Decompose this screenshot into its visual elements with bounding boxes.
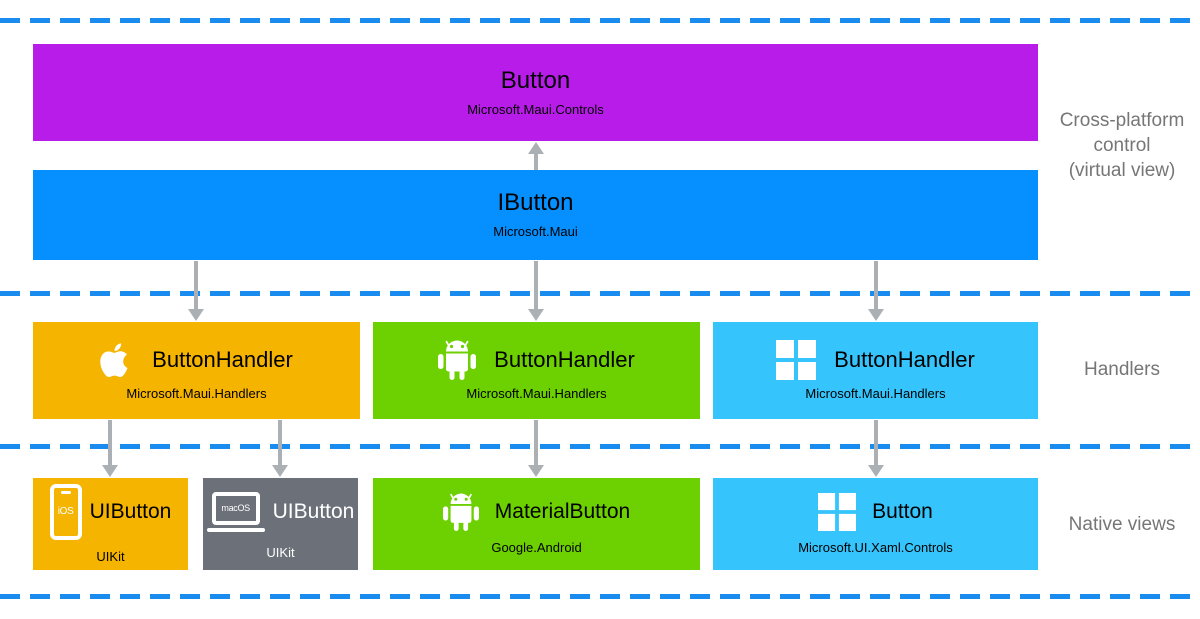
laptop-screen: macOS [211, 491, 260, 525]
block-title: ButtonHandler [494, 346, 635, 372]
zone-label-line-1: Cross-platform [1059, 110, 1185, 131]
apple-logo-icon [100, 342, 128, 377]
block-subtitle: Microsoft.Maui.Handlers [126, 385, 267, 401]
phone-notch [60, 490, 71, 494]
block-subtitle: Microsoft.Maui.Controls [467, 101, 604, 117]
zone-label-native-views: Native views [1068, 514, 1176, 535]
block-title-row: ButtonHandler [100, 340, 293, 380]
android-robot-icon [438, 340, 477, 380]
ios-icon-label: iOS [57, 506, 74, 517]
zone-separator-bottom [0, 594, 1200, 599]
block-title: UIButton [272, 499, 355, 523]
macos-icon-label: macOS [221, 503, 250, 513]
zone-label-line-2: control [1093, 135, 1151, 156]
arrow-handler-apple-to-native-macos [272, 420, 288, 477]
android-robot-icon [442, 493, 479, 531]
block-title-row: Button [500, 66, 571, 94]
arrow-handler-windows-to-native-windows [868, 420, 884, 477]
block-title-row: iOS UIButton [49, 483, 172, 540]
zone-label-cross-platform: Cross-platform control (virtual view) [1042, 108, 1200, 183]
block-native-macos[interactable]: macOS UIButton UIKit [203, 478, 358, 570]
block-subtitle: Microsoft.UI.Xaml.Controls [798, 539, 953, 555]
block-native-android[interactable]: MaterialButton Google.Android [373, 478, 700, 570]
block-subtitle: Microsoft.Maui [493, 224, 578, 239]
block-native-ios[interactable]: iOS UIButton UIKit [33, 478, 188, 570]
arrow-ibutton-to-handler-apple [188, 261, 204, 321]
zone-label-handlers: Handlers [1083, 359, 1161, 380]
arrow-ibutton-to-handler-windows [868, 261, 884, 321]
block-subtitle: UIKit [266, 544, 295, 560]
block-title-row: IButton [497, 190, 573, 216]
block-handler-android[interactable]: ButtonHandler Microsoft.Maui.Handlers [373, 322, 700, 419]
arrow-ibutton-to-handler-android [528, 261, 544, 321]
ios-phone-icon: iOS [49, 483, 82, 540]
windows-logo-icon [776, 339, 817, 380]
block-title-row: macOS UIButton [206, 488, 355, 536]
block-subtitle: Microsoft.Maui.Handlers [466, 385, 607, 401]
zone-separator-handlers-native [0, 444, 1200, 449]
block-cross-platform-control[interactable]: Button Microsoft.Maui.Controls [33, 44, 1038, 141]
block-title-row: MaterialButton [442, 493, 631, 531]
laptop-base [206, 527, 265, 532]
windows-logo-icon [818, 492, 857, 531]
block-title: ButtonHandler [834, 346, 975, 372]
arrow-handler-android-to-native-android [528, 420, 544, 477]
arrow-handler-apple-to-native-ios [102, 420, 118, 477]
zone-separator-top [0, 18, 1200, 23]
block-handler-windows[interactable]: ButtonHandler Microsoft.Maui.Handlers [713, 322, 1038, 419]
block-title: MaterialButton [494, 499, 631, 523]
macos-laptop-icon: macOS [206, 488, 265, 536]
arrow-ibutton-to-control [528, 142, 544, 170]
block-interface-ibutton[interactable]: IButton Microsoft.Maui [33, 170, 1038, 260]
block-title: IButton [497, 189, 574, 216]
block-title: Button [872, 499, 933, 523]
block-subtitle: Microsoft.Maui.Handlers [805, 385, 946, 401]
block-title-row: Button [818, 492, 933, 531]
block-native-windows[interactable]: Button Microsoft.UI.Xaml.Controls [713, 478, 1038, 570]
block-title-row: ButtonHandler [776, 339, 975, 380]
block-handler-apple[interactable]: ButtonHandler Microsoft.Maui.Handlers [33, 322, 360, 419]
block-title: ButtonHandler [152, 346, 293, 372]
block-title-row: ButtonHandler [438, 340, 635, 380]
zone-separator-crossplatform-handlers [0, 291, 1200, 296]
block-subtitle: UIKit [96, 548, 125, 564]
block-title: Button [500, 66, 571, 94]
block-subtitle: Google.Android [491, 539, 582, 555]
block-title: UIButton [89, 499, 172, 523]
zone-label-line-3: (virtual view) [1068, 160, 1176, 181]
